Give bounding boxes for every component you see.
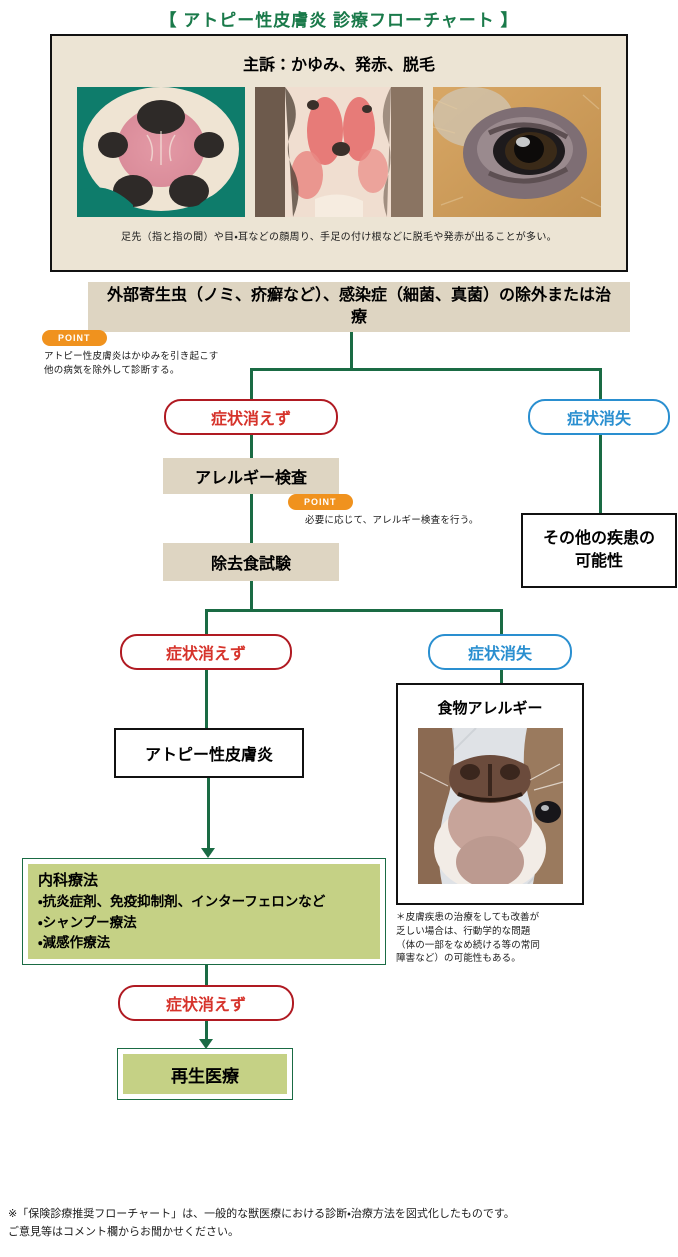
footer-disclaimer: ※「保険診療推奨フローチャート」は、一般的な獣医療における診断・治療方法を図式化… [8, 1208, 515, 1238]
treatment-item: ・抗炎症剤、免疫抑制剤、インターフェロンなど [38, 893, 326, 909]
connector-split-2-right [500, 609, 503, 635]
symptom-heading: 主訴：かゆみ、発赤、脱毛 [242, 57, 435, 74]
symptom-photo-row [52, 87, 626, 217]
connector-split-2-left [205, 609, 208, 635]
branch-persist-2: 症状消えず [120, 634, 292, 670]
branch-resolve-1: 症状消失 [528, 399, 670, 435]
branch-persist-1: 症状消えず [164, 399, 338, 435]
node-food-allergy-card: 食物アレルギー [396, 683, 584, 905]
connector-resolve2-down [500, 670, 503, 684]
connector-exclusion-down [350, 332, 353, 370]
treatment-item: ・シャンプー療法 [38, 914, 137, 930]
point-badge-2: POINT [288, 494, 353, 510]
dog-groin-photo [255, 87, 423, 217]
connector-treatment-down [205, 965, 208, 985]
connector-elimination-down [250, 581, 253, 611]
branch-resolve-2: 症状消失 [428, 634, 572, 670]
dog-paw-photo [77, 87, 245, 217]
connector-persist2-down [205, 670, 208, 730]
node-elimination-diet: 除去食試験 [163, 543, 339, 581]
connector-split-1-right [599, 368, 602, 400]
point-note-2: 必要に応じて、アレルギー検査を行う。 [305, 515, 479, 526]
page-title: 【 アトピー性皮膚炎 診療フローチャート 】 [159, 11, 519, 30]
connector-persist1-down [250, 435, 253, 459]
symptom-panel: 主訴：かゆみ、発赤、脱毛 [50, 34, 628, 272]
connector-split-2 [205, 609, 503, 612]
connector-split-1-left [250, 368, 253, 400]
connector-allergytest-down [250, 494, 253, 544]
dog-eye-photo [433, 87, 601, 217]
node-internal-medicine: 内科療法 ・抗炎症剤、免疫抑制剤、インターフェロンなど ・シャンプー療法 ・減感… [22, 858, 386, 965]
branch-persist-3: 症状消えず [118, 985, 294, 1021]
symptom-caption: 足先（指と指の間）や目・耳などの顔周り、手足の付け根などに脱毛や発赤が出ることが… [121, 232, 557, 243]
node-food-allergy-title: 食物アレルギー [437, 700, 543, 717]
treatment-item: ・減感作療法 [38, 935, 111, 951]
point-note-1: アトピー性皮膚炎はかゆみを引き起こす 他の病気を除外して診断する。 [44, 351, 219, 377]
food-allergy-note: ＊皮膚疾患の治療をしても改善が 乏しい場合は、行動学的な問題 （体の一部をなめ続… [396, 912, 541, 965]
node-allergy-test: アレルギー検査 [163, 458, 339, 494]
node-atopic-dermatitis: アトピー性皮膚炎 [114, 728, 304, 778]
arrow-to-treatment [201, 848, 215, 858]
connector-resolve1-down [599, 435, 602, 514]
node-other-disease: その他の疾患の 可能性 [521, 513, 677, 588]
point-badge-1: POINT [42, 330, 107, 346]
node-regenerative-medicine: 再生医療 [117, 1048, 293, 1100]
regenerative-label: 再生医療 [171, 1066, 239, 1086]
treatment-title: 内科療法 [38, 871, 99, 889]
node-exclusion-treatment: 外部寄生虫（ノミ、疥癬など）、感染症（細菌、真菌）の除外または治療 [88, 282, 630, 332]
connector-atopic-down [207, 778, 210, 850]
arrow-to-regenerative [199, 1039, 213, 1049]
dog-muzzle-photo [398, 728, 582, 884]
connector-persist3-down [205, 1021, 208, 1041]
connector-split-1 [250, 368, 602, 371]
